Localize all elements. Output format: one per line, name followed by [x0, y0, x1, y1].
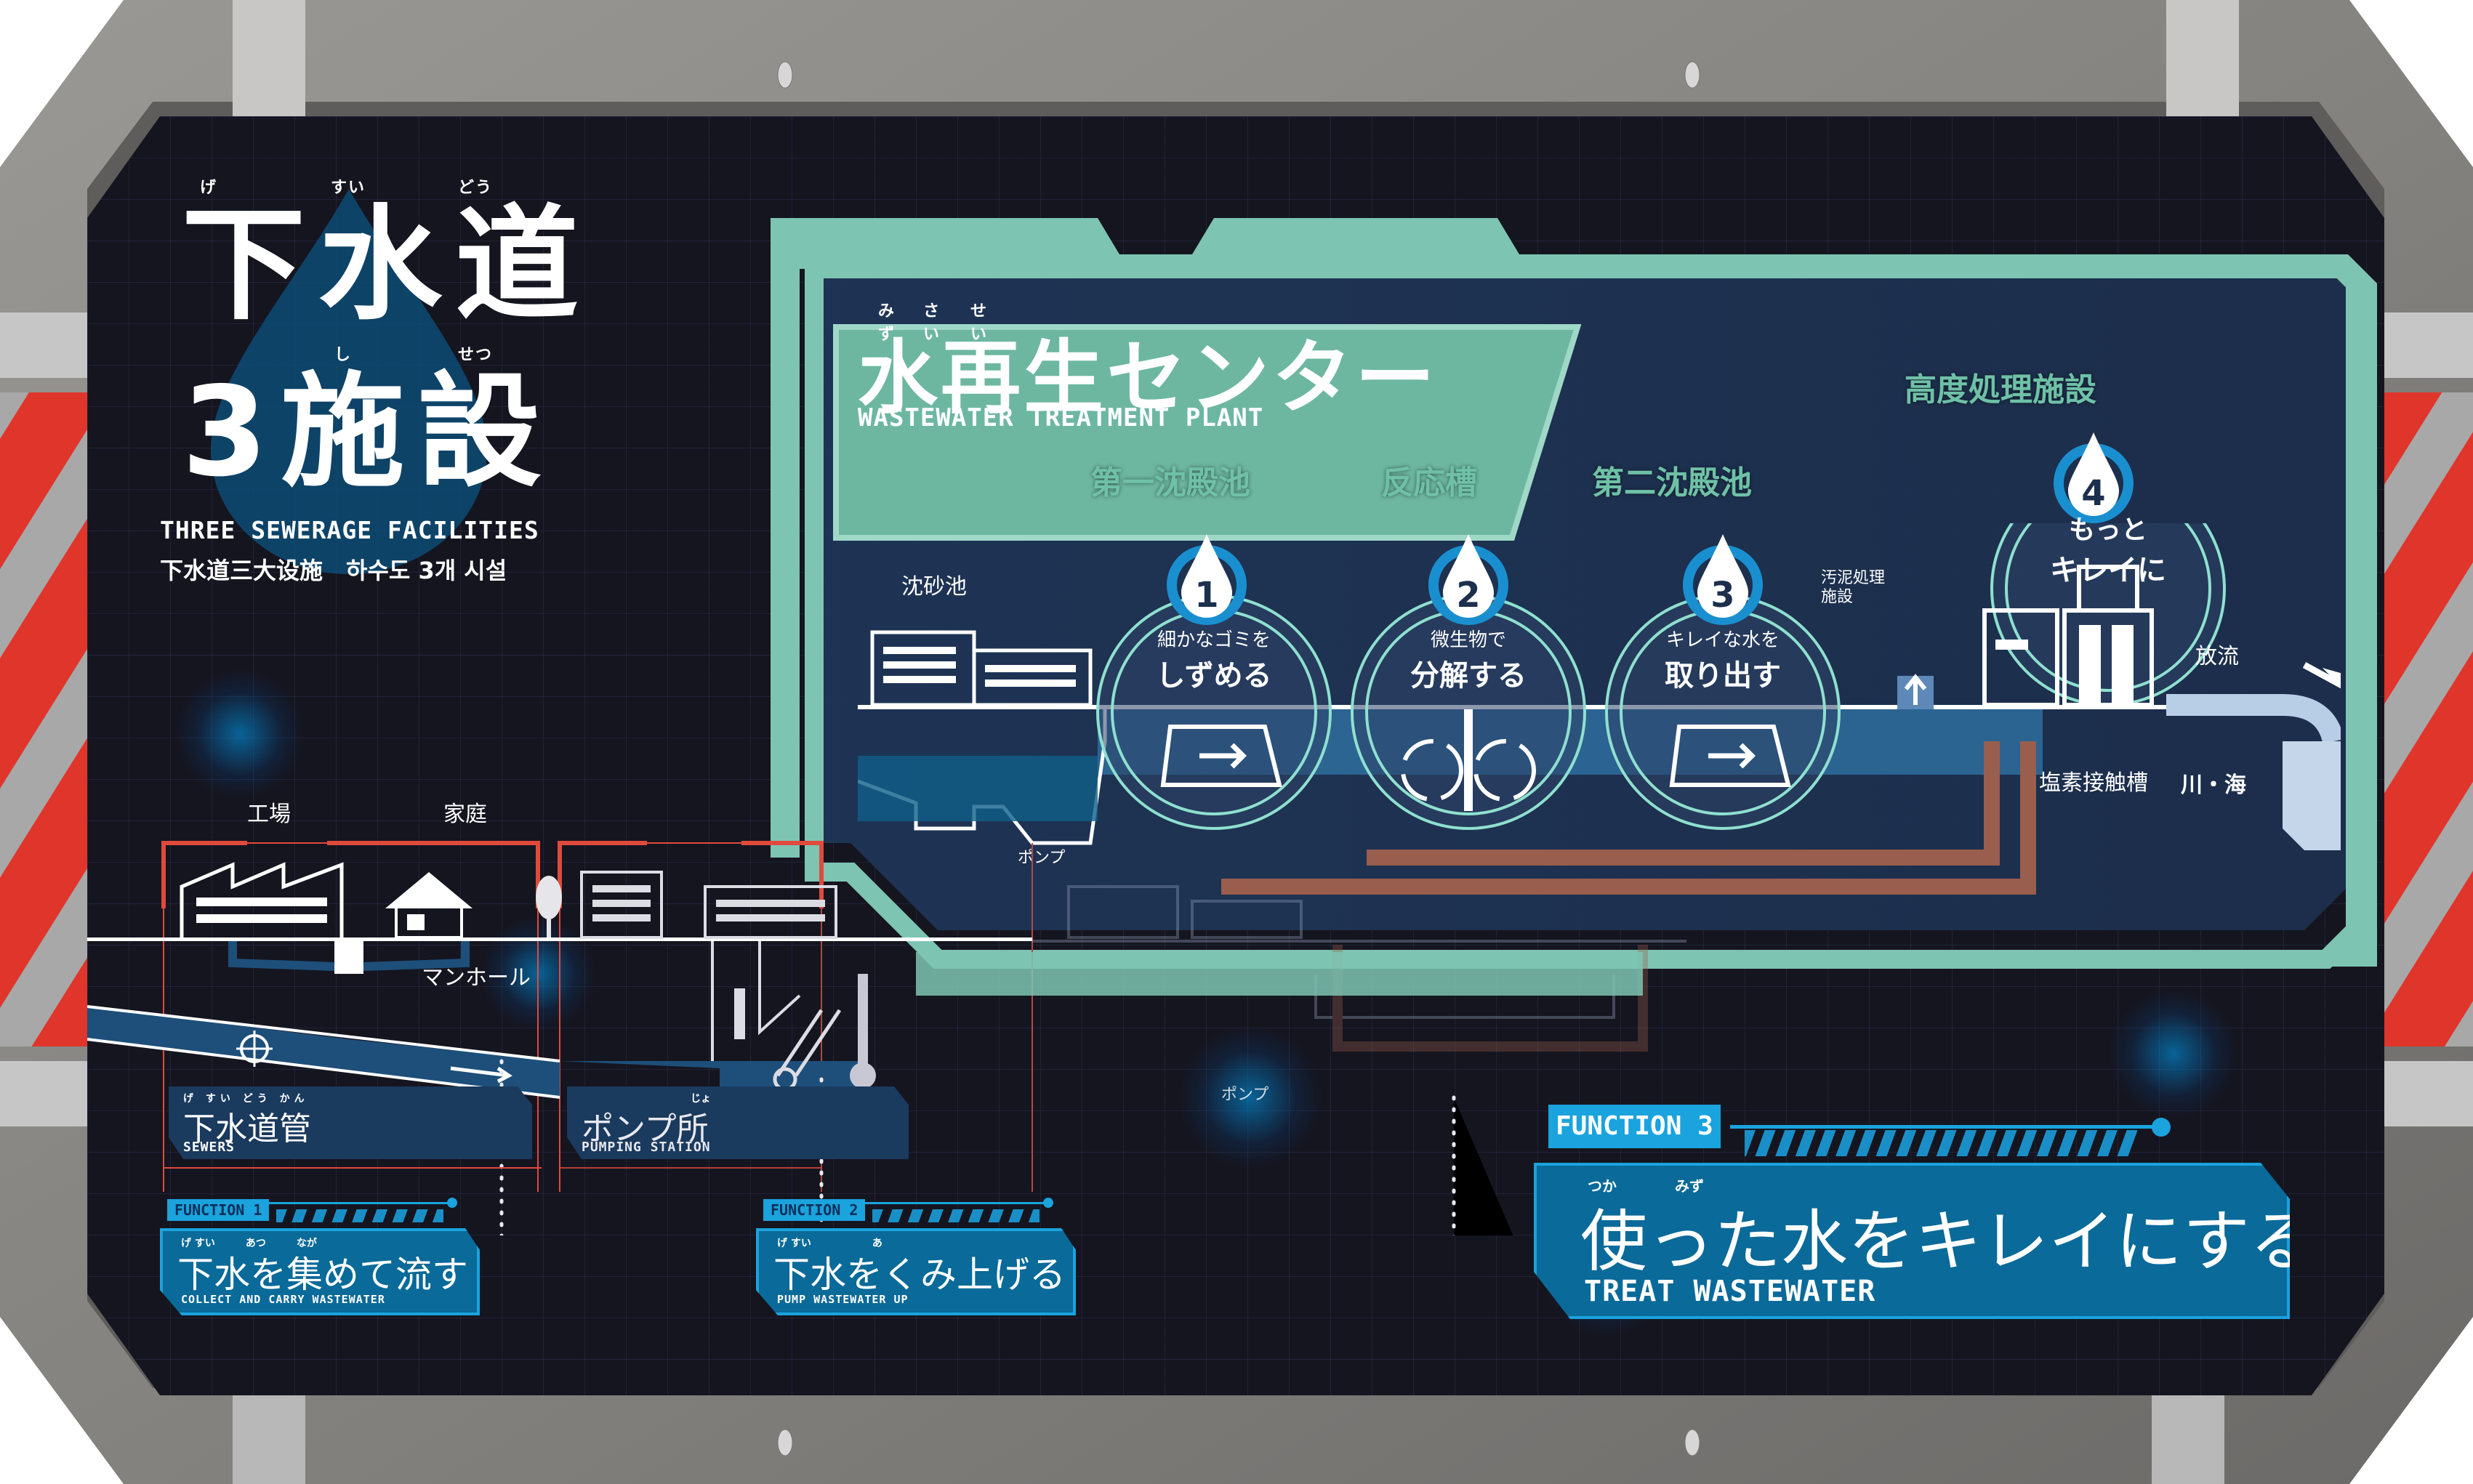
- home-label: 家庭: [443, 802, 487, 826]
- pumping-station-label-box: じょ ポンプ所 PUMPING STATION: [567, 1086, 909, 1159]
- treatment-diagram: [858, 523, 2341, 895]
- manhole-label: マンホール: [422, 966, 531, 990]
- svg-text:4: 4: [2081, 473, 2105, 514]
- function3-endpoint-dot: [2152, 1118, 2171, 1137]
- plant-pump-label: ポンプ: [1018, 848, 1066, 866]
- title-line2: 3施設: [182, 360, 555, 504]
- plant-furigana-sei: せい: [970, 302, 989, 344]
- plant-english: WASTEWATER TREATMENT PLANT: [858, 403, 1264, 432]
- function2-endpoint-dot: [1043, 1198, 1053, 1208]
- function2-card: FUNCTION 2 げ すい あ 下水をくみ上げる PUMP WASTEWAT…: [756, 1192, 1076, 1323]
- sludge-line2: 施設: [1821, 587, 1854, 606]
- water-drop-icon: [211, 189, 487, 574]
- step3-action: 取り出す: [1665, 659, 1781, 693]
- step4-desc: もっと キレイに: [2021, 509, 2195, 589]
- title-furigana-sui: すい: [331, 179, 366, 197]
- function1-title: 下水を集めて流す: [177, 1254, 468, 1296]
- step1-action: しずめる: [1156, 659, 1272, 693]
- sludge-facility-label: 汚泥処理施設: [1821, 568, 1885, 607]
- function2-tag: FUNCTION 2: [763, 1199, 866, 1221]
- title-furigana-dou: どう: [458, 179, 494, 197]
- function3-card: FUNCTION 3 つか みず 使った水をキレイにする TREAT WASTE…: [1534, 1090, 2290, 1330]
- function1-furigana: げ すい あつ なが: [181, 1238, 317, 1249]
- pumping-station-furigana: じょ: [691, 1093, 711, 1105]
- pump-label-lower: ポンプ: [1221, 1085, 1269, 1103]
- step1-name: 第一沈殿池: [1090, 464, 1250, 501]
- step4-name: 高度処理施設: [1905, 371, 2096, 408]
- function1-tag: FUNCTION 1: [167, 1199, 270, 1221]
- hazard-stripe-right: [2384, 392, 2473, 1047]
- hazard-stripe-left: [0, 392, 87, 1047]
- display-screen: げ すい どう 下水道 し せつ 3施設 THREE SEWERAGE FACI…: [87, 116, 2384, 1395]
- step4-action: キレイに: [2050, 554, 2166, 587]
- step3-name: 第二沈殿池: [1592, 464, 1752, 501]
- sludge-line1: 汚泥処理: [1821, 568, 1886, 586]
- plant-furigana-sai: さい: [923, 302, 941, 344]
- function3-furigana: つか みず: [1588, 1177, 1704, 1195]
- function2-english: PUMP WASTEWATER UP: [777, 1293, 909, 1306]
- sewers-furigana: げ すい どう かん: [183, 1093, 309, 1105]
- function1-english: COLLECT AND CARRY WASTEWATER: [181, 1293, 385, 1306]
- step4-badge-icon: 4: [2054, 432, 2134, 523]
- function2-furigana: げ すい あ: [777, 1238, 882, 1249]
- step3-desc: キレイな水を 取り出す: [1636, 625, 1810, 694]
- function3-title: 使った水をキレイにする: [1580, 1203, 2317, 1281]
- plant-title: 水再生センター: [858, 331, 1438, 424]
- plant-furigana-mizu: みず: [878, 302, 896, 344]
- step2-action: 分解する: [1410, 659, 1527, 693]
- function3-tag: FUNCTION 3: [1548, 1105, 1721, 1148]
- sewers-name: 下水道管: [183, 1110, 311, 1148]
- step4-sub: もっと: [2068, 515, 2147, 545]
- step1-badge-icon: 1: [1167, 534, 1247, 625]
- step2-name: 反応槽: [1381, 464, 1477, 501]
- step1-sub: 細かなゴミを: [1157, 629, 1271, 651]
- pumping-station-english: PUMPING STATION: [582, 1140, 711, 1155]
- discharge-label: 放流: [2195, 645, 2239, 669]
- function1-card: FUNCTION 1 げ すい あつ なが 下水を集めて流す COLLECT A…: [160, 1192, 480, 1323]
- chlorine-tank-label: 塩素接触槽: [2039, 771, 2148, 795]
- step2-sub: 微生物で: [1430, 629, 1506, 651]
- function3-english: TREAT WASTEWATER: [1584, 1275, 1876, 1308]
- title-line1: 下水道: [182, 193, 592, 337]
- title-furigana-shi: し: [334, 346, 353, 364]
- factory-label: 工場: [247, 802, 291, 826]
- grit-chamber-label: 沈砂池: [901, 575, 967, 599]
- title-furigana-setsu: せつ: [458, 346, 494, 364]
- step2-desc: 微生物で 分解する: [1381, 625, 1556, 694]
- title-multilingual: 下水道三大设施 하수도 3개 시설: [160, 557, 507, 584]
- pumping-station-name: ポンプ所: [582, 1110, 709, 1148]
- sewers-label-box: げ すい どう かん 下水道管 SEWERS: [169, 1086, 532, 1159]
- step3-badge-icon: 3: [1683, 534, 1763, 625]
- sewer-system-diagram: [87, 841, 1686, 1235]
- function2-title: 下水をくみ上げる: [773, 1254, 1066, 1296]
- title-english: THREE SEWERAGE FACILITIES: [160, 516, 539, 544]
- svg-text:1: 1: [1194, 575, 1218, 616]
- svg-text:2: 2: [1456, 575, 1480, 616]
- sewers-english: SEWERS: [183, 1140, 236, 1155]
- title-furigana-ge: げ: [200, 179, 218, 197]
- step2-badge-icon: 2: [1428, 534, 1508, 625]
- river-sea-label: 川・海: [2181, 773, 2246, 797]
- step3-sub: キレイな水を: [1665, 629, 1780, 651]
- svg-text:3: 3: [1710, 575, 1734, 616]
- step1-desc: 細かなゴミを しずめる: [1127, 625, 1301, 694]
- function1-endpoint-dot: [447, 1198, 457, 1208]
